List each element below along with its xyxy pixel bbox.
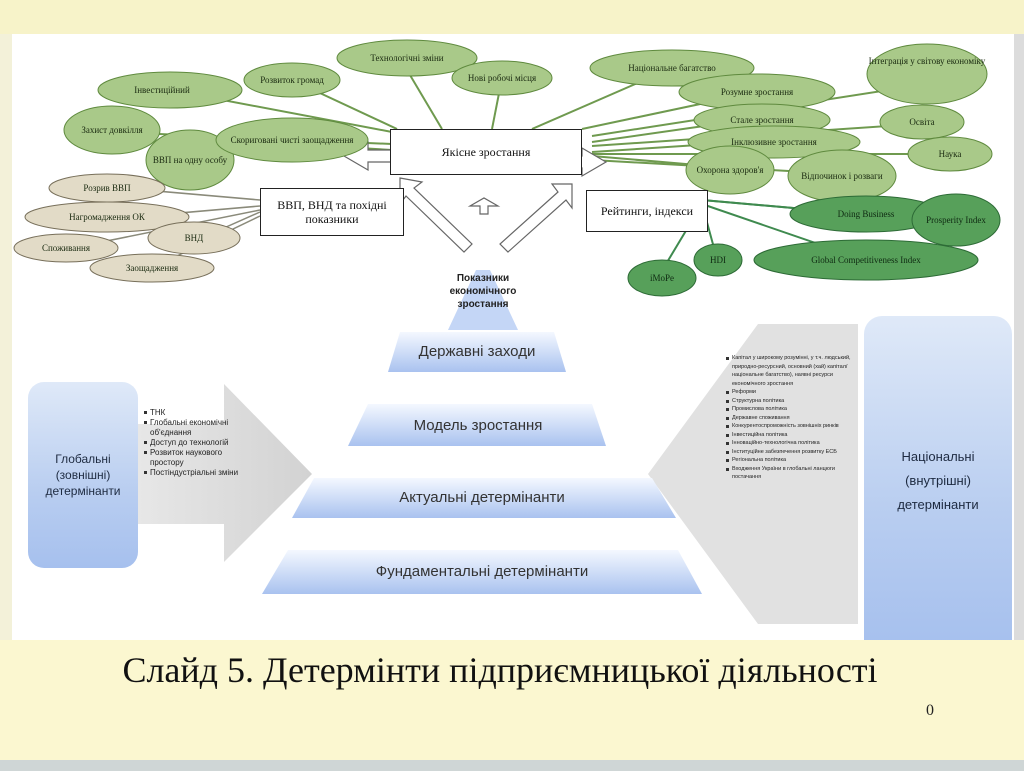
global-item: Доступ до технологій: [144, 438, 248, 448]
bubble-invest: Інвестиційний: [134, 85, 190, 95]
bubble-env: Захист довкілля: [81, 125, 142, 135]
diagram-canvas: Технологічні зміни Розвиток громад Інвес…: [12, 34, 1014, 640]
title-area: [0, 640, 1024, 771]
pyramid-layer-4: [262, 550, 702, 594]
pyramid-label-1: Державні заходи: [418, 342, 536, 360]
bubble-tech: Технологічні зміни: [370, 53, 443, 63]
global-item: Постіндустріальні зміни: [144, 468, 248, 478]
right-big-arrow: [648, 324, 858, 624]
national-item: Регіональна політика: [726, 456, 860, 465]
global-determinants-panel: Глобальні (зовнішні) детермінанти: [28, 382, 138, 568]
quality-growth-box: Якісне зростання: [390, 129, 582, 175]
national-item: Структурна політика: [726, 397, 860, 406]
slide-title: Слайд 5. Детермінти підприємницької діял…: [122, 650, 878, 690]
national-item: Входження України в глобальні ланцюги по…: [726, 465, 860, 482]
bottom-strip: [0, 760, 1024, 771]
bubble-gdp-pc: ВВП на одну особу: [153, 155, 228, 165]
bubble-wealth: Національне багатство: [628, 63, 716, 73]
global-item: Розвиток наукового простору: [144, 448, 248, 468]
national-item: Державне споживання: [726, 414, 860, 423]
bubble-prosperity: Prosperity Index: [926, 215, 986, 225]
ratings-box: Рейтинги, індекси: [586, 190, 708, 232]
national-item: Промислова політика: [726, 405, 860, 414]
pyramid-label-2: Модель зростання: [413, 416, 543, 434]
white-arrows: [342, 140, 608, 253]
global-list: ТНК Глобальні економічні об'єднання Дост…: [144, 408, 248, 478]
left-big-arrow: [130, 384, 312, 562]
national-item: Інституційне забезпечення розвитку ЕСБ: [726, 448, 860, 457]
diagram-svg: Технологічні зміни Розвиток громад Інвес…: [13, 39, 1001, 624]
top-bar: [0, 0, 1024, 34]
bubble-integration: Інтеграція у світову економіку: [869, 56, 986, 66]
bubble-doing-business: Doing Business: [838, 209, 895, 219]
pyramid-top: [448, 270, 518, 330]
page-number: 0: [926, 702, 934, 719]
national-item: Реформи: [726, 388, 860, 397]
light-bubbles: [63, 39, 993, 203]
bubble-gci: Global Competitiveness Index: [811, 255, 921, 265]
bubble-savings: Заощадження: [126, 263, 178, 273]
national-determinants-panel: Національні (внутрішні) детермінанти: [864, 316, 1012, 640]
bubble-hdi: HDI: [710, 255, 726, 265]
bubble-science: Наука: [939, 149, 962, 159]
pyramid-label-3: Актуальні детермінанти: [399, 488, 565, 506]
bubble-jobs: Нові робочі місця: [468, 73, 536, 83]
national-item: Капітал у широкому розумінні, у т.ч. люд…: [726, 354, 860, 388]
national-item: Конкурентоспроможність зовнішніх ринків: [726, 422, 860, 431]
bubble-capital: Нагромадження ОК: [69, 212, 146, 222]
bubble-education: Освіта: [909, 117, 934, 127]
bubble-inclusive: Інклюзивне зростання: [731, 137, 817, 147]
global-item: Глобальні економічні об'єднання: [144, 418, 248, 438]
grey-bubbles: [13, 173, 241, 283]
bubble-savings-adj: Скориговані чисті заощадження: [231, 135, 354, 145]
national-item: Інвестиційна політика: [726, 431, 860, 440]
national-determinants-label: Національні (внутрішні) детермінанти: [897, 449, 979, 512]
bubble-smart: Розумне зростання: [721, 87, 793, 97]
bubble-leisure: Відпочинок і розваги: [801, 171, 883, 181]
national-list: Капітал у широкому розумінні, у т.ч. люд…: [726, 354, 860, 482]
right-edge: [1014, 34, 1024, 640]
pyramid-layer-3: [292, 478, 676, 518]
national-item: Інноваційно-технологічна політика: [726, 439, 860, 448]
global-determinants-label: Глобальні (зовнішні) детермінанти: [45, 452, 121, 498]
global-item: ТНК: [144, 408, 248, 418]
gdp-box: ВВП, ВНД та похідні показники: [260, 188, 404, 236]
bubble-gni: ВНД: [185, 233, 204, 243]
pyramid-label-4: Фундаментальні детермінанти: [375, 562, 589, 580]
dark-bubbles: [627, 193, 1001, 297]
bubble-health: Охорона здоров'я: [697, 165, 764, 175]
pyramid-layer-1: [388, 332, 566, 372]
pyramid-layer-2: [348, 404, 606, 446]
bubble-labels: Технологічні зміни Розвиток громад Інвес…: [42, 53, 986, 283]
bubble-gdp-gap: Розрив ВВП: [83, 183, 131, 193]
bubble-sustainable: Стале зростання: [730, 115, 793, 125]
bubble-consumption: Споживання: [42, 243, 90, 253]
growth-indicators-label: Показники економічного зростання: [449, 273, 517, 310]
bubble-imope: iMoPe: [650, 273, 674, 283]
bubble-community: Розвиток громад: [260, 75, 324, 85]
